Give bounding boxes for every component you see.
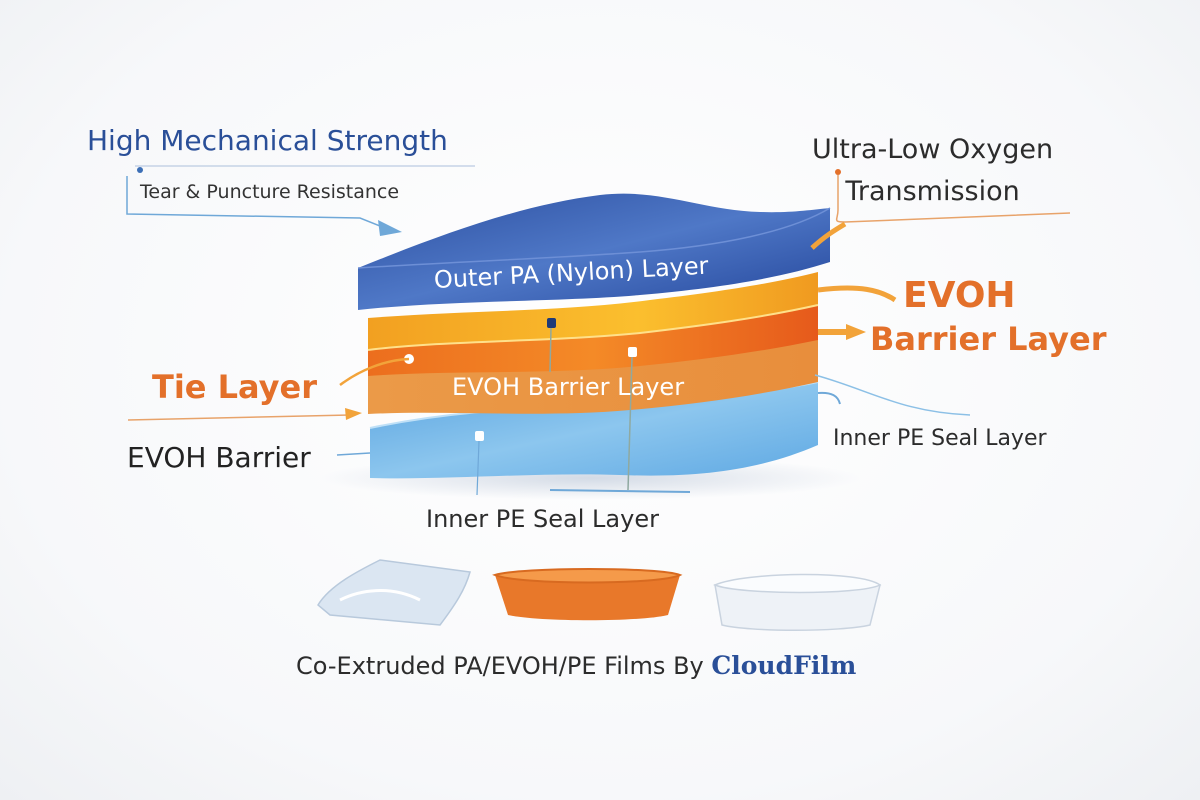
pa-edge — [357, 207, 831, 269]
evoh-layer — [368, 300, 818, 376]
callout-arrow-line — [126, 176, 386, 229]
evoh-arrow — [817, 285, 897, 303]
marker-evoh — [628, 347, 637, 357]
marker-line — [549, 489, 691, 493]
mechanical-strength-title: High Mechanical Strength — [87, 124, 448, 157]
brand-name: CloudFilm — [711, 651, 857, 680]
arrow-head-icon — [378, 220, 402, 236]
orange-tray-product — [492, 568, 683, 621]
dot — [137, 167, 143, 173]
oxygen-line-1: Ultra-Low Oxygen — [812, 134, 1054, 165]
evoh-callout-subtitle: Barrier Layer — [870, 320, 1107, 358]
dot — [835, 169, 841, 175]
evoh-barrier-layer-label: EVOH Barrier Layer — [452, 373, 685, 401]
tie-layer-callout: Tie Layer — [152, 368, 317, 406]
callout-line — [835, 175, 1071, 223]
marker-line — [627, 356, 633, 491]
white-tray-product — [713, 573, 882, 631]
arrow-head-icon — [345, 408, 362, 420]
arrow-head-icon — [846, 324, 866, 340]
pa-layer — [358, 193, 830, 310]
tie-edge — [367, 304, 819, 351]
evoh-barrier-callout: EVOH Barrier — [127, 441, 311, 474]
caption-text: Co-Extruded PA/EVOH/PE Films By — [296, 652, 712, 680]
inner-pe-seal-callout-bottom: Inner PE Seal Layer — [426, 505, 659, 533]
tie-arrow — [127, 414, 351, 421]
caption: Co-Extruded PA/EVOH/PE Films By CloudFil… — [296, 651, 856, 680]
inner-pe-seal-callout-right: Inner PE Seal Layer — [833, 426, 1047, 451]
callout-line — [814, 374, 971, 416]
marker-line — [476, 440, 480, 496]
oxygen-transmission-callout: Ultra-Low Oxygen Transmission — [812, 129, 1053, 213]
pouch-product — [317, 559, 471, 626]
oxygen-arrow — [810, 221, 847, 250]
marker-line — [549, 327, 552, 373]
pe-layer — [370, 382, 818, 479]
tie-arrow — [339, 357, 410, 387]
evoh-callout-title: EVOH — [903, 275, 1016, 316]
tie-layer — [368, 272, 818, 350]
pe-arrow — [817, 391, 841, 405]
tear-puncture-subtitle: Tear & Puncture Resistance — [140, 181, 400, 203]
marker-pa — [547, 318, 556, 328]
oxygen-line-2: Transmission — [845, 176, 1020, 207]
marker-pe — [475, 431, 484, 441]
callout-line — [336, 452, 371, 456]
